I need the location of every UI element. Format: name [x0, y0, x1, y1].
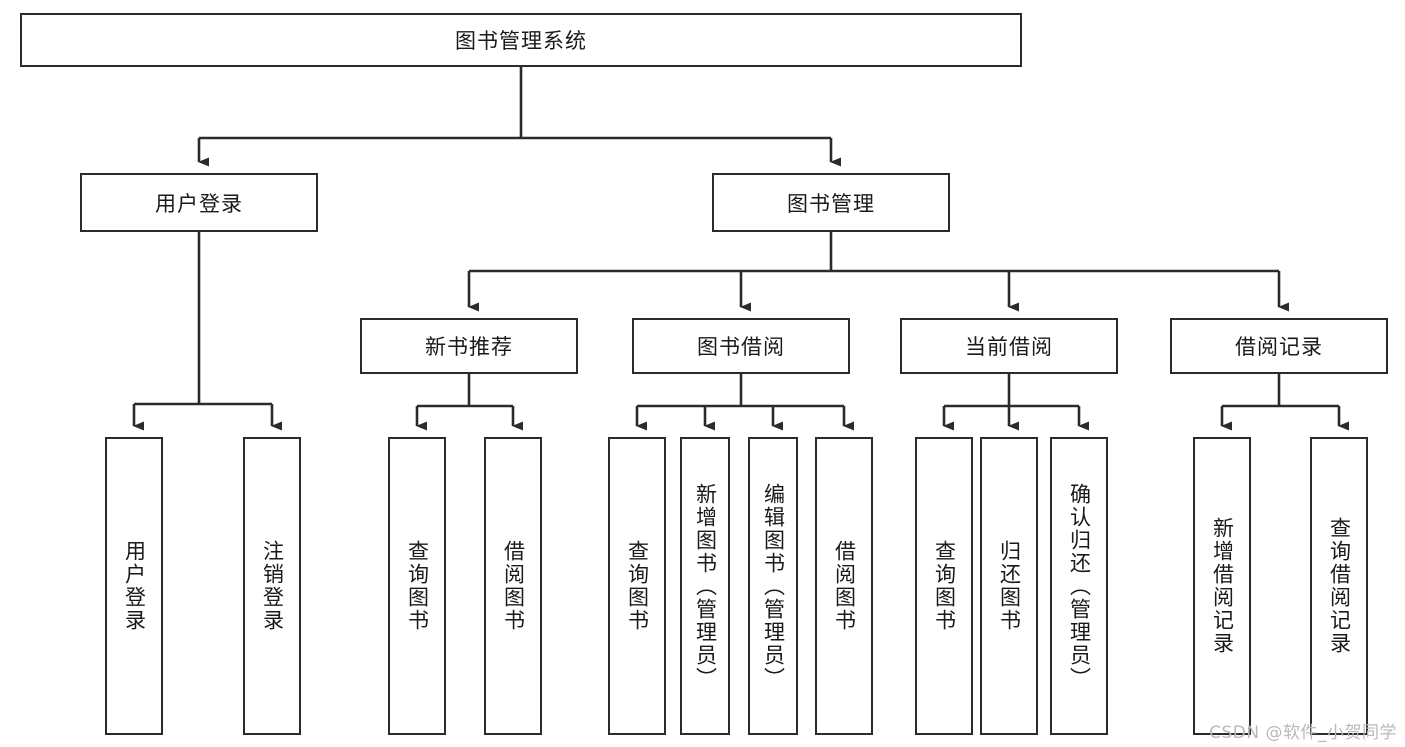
node-label: 新书推荐 [425, 335, 513, 359]
node-label: 用户登录 [155, 191, 243, 216]
node-label: 新增借阅记录 [1210, 517, 1235, 655]
node-user-login[interactable]: 用户登录 [80, 173, 318, 232]
node-leaf-query-book-1[interactable]: 查询图书 [388, 437, 446, 735]
node-label: 归还图书 [997, 540, 1022, 632]
node-leaf-query-record[interactable]: 查询借阅记录 [1310, 437, 1368, 735]
node-label: 确认归还（管理员） [1067, 482, 1092, 690]
node-label: 查询图书 [405, 540, 430, 632]
node-label: 查询借阅记录 [1327, 517, 1352, 655]
node-new-book-rec[interactable]: 新书推荐 [360, 318, 578, 374]
node-label: 注销登录 [260, 540, 285, 632]
node-leaf-edit-book[interactable]: 编辑图书（管理员） [748, 437, 798, 735]
node-leaf-borrow-book-1[interactable]: 借阅图书 [484, 437, 542, 735]
node-label: 用户登录 [122, 540, 147, 632]
node-leaf-query-book-3[interactable]: 查询图书 [915, 437, 973, 735]
node-borrow-record[interactable]: 借阅记录 [1170, 318, 1388, 374]
node-label: 图书管理系统 [455, 29, 587, 53]
node-leaf-add-record[interactable]: 新增借阅记录 [1193, 437, 1251, 735]
node-leaf-logout[interactable]: 注销登录 [243, 437, 301, 735]
node-label: 图书管理 [787, 191, 875, 216]
node-book-borrow[interactable]: 图书借阅 [632, 318, 850, 374]
node-leaf-query-book-2[interactable]: 查询图书 [608, 437, 666, 735]
node-label: 借阅图书 [501, 540, 526, 632]
node-leaf-return-book[interactable]: 归还图书 [980, 437, 1038, 735]
node-label: 图书借阅 [697, 335, 785, 359]
csdn-watermark: CSDN @软件_小贺同学 [1209, 723, 1397, 743]
node-label: 当前借阅 [965, 335, 1053, 359]
node-label: 查询图书 [932, 540, 957, 632]
node-label: 新增图书（管理员） [693, 482, 718, 690]
root-node[interactable]: 图书管理系统 [20, 13, 1022, 67]
node-leaf-borrow-book-2[interactable]: 借阅图书 [815, 437, 873, 735]
node-book-manage[interactable]: 图书管理 [712, 173, 950, 232]
node-label: 借阅记录 [1235, 335, 1323, 359]
node-label: 查询图书 [625, 540, 650, 632]
node-label: 借阅图书 [832, 540, 857, 632]
node-leaf-user-login[interactable]: 用户登录 [105, 437, 163, 735]
node-current-borrow[interactable]: 当前借阅 [900, 318, 1118, 374]
node-label: 编辑图书（管理员） [761, 482, 786, 690]
node-leaf-confirm-return[interactable]: 确认归还（管理员） [1050, 437, 1108, 735]
node-leaf-add-book[interactable]: 新增图书（管理员） [680, 437, 730, 735]
